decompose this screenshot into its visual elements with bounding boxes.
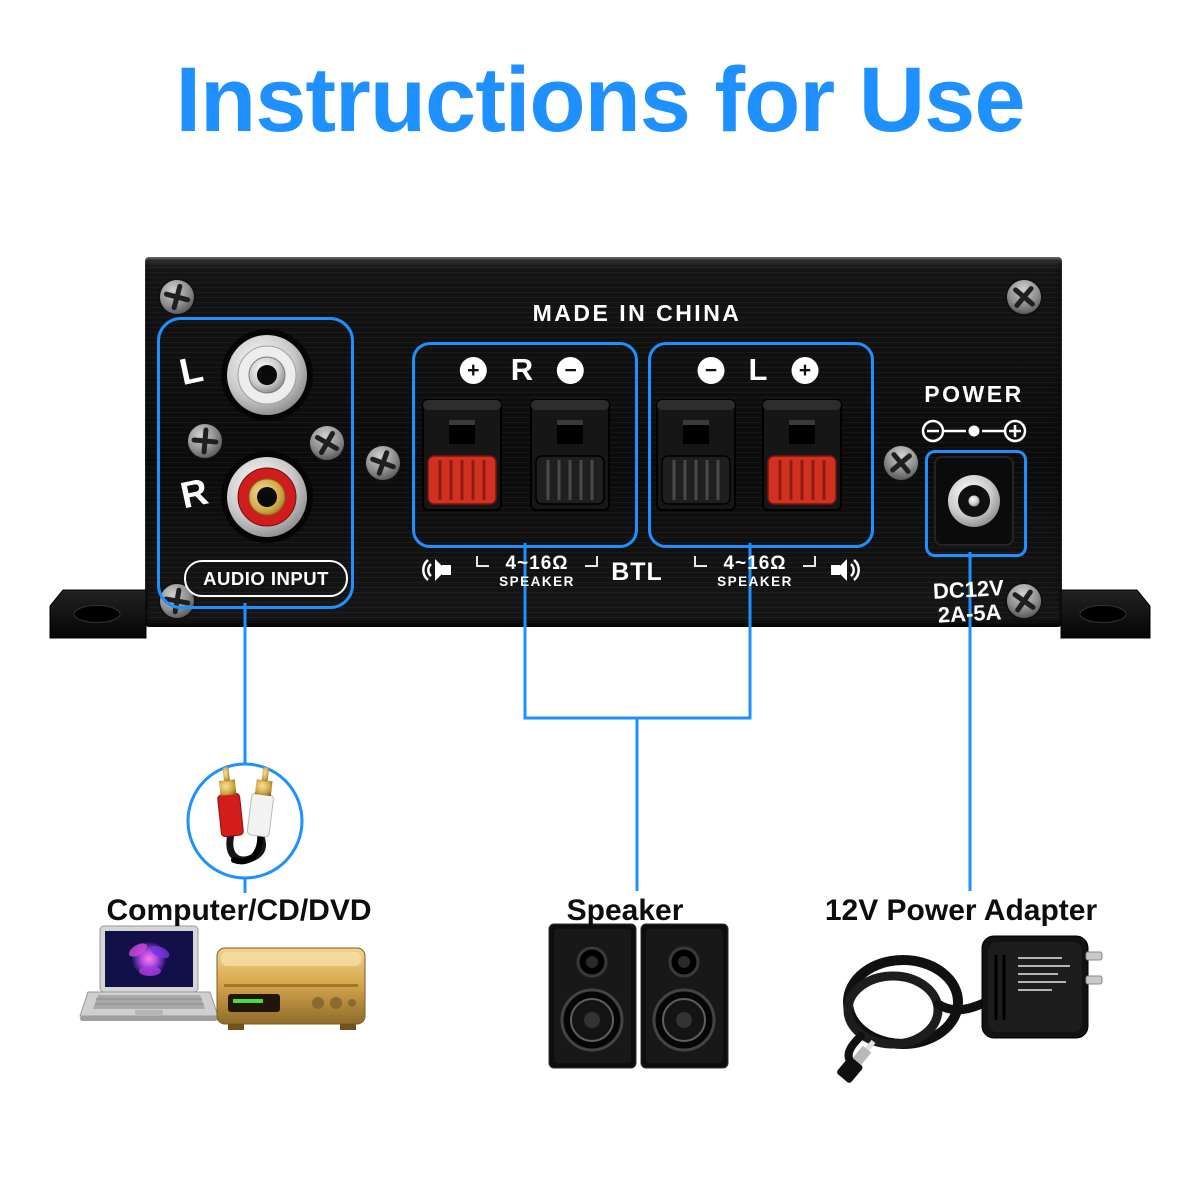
plus-icon: + — [791, 356, 819, 384]
speaker-spec-left: 4~16Ω SPEAKER — [717, 553, 793, 589]
minus-icon: − — [557, 356, 585, 384]
mounting-flange-left — [49, 589, 147, 639]
annotation-box-audio-input — [157, 317, 354, 609]
right-channel-terminal-labels: + R − — [459, 352, 585, 388]
annotation-box-power-jack — [925, 450, 1027, 557]
page-title: Instructions for Use — [175, 49, 1025, 151]
right-channel-letter: R — [510, 352, 534, 387]
annotation-box-right-speaker-terminals — [412, 342, 638, 548]
speaker-spec-right: 4~16Ω SPEAKER — [499, 553, 575, 589]
speaker-word-label: SPEAKER — [499, 574, 575, 590]
speaker-impedance-label: 4~16Ω — [505, 553, 569, 574]
mounting-flange-right — [1060, 589, 1151, 639]
power-label: POWER — [924, 381, 1024, 407]
callout-label-power-adapter: 12V Power Adapter — [824, 894, 1098, 927]
left-channel-letter: L — [748, 352, 768, 387]
btl-label: BTL — [611, 558, 663, 586]
made-in-china-label: MADE IN CHINA — [532, 300, 742, 326]
rca-cable-callout-circle — [186, 762, 304, 880]
dc-current-label: 2A-5A — [937, 599, 1003, 628]
minus-icon: − — [697, 356, 725, 384]
left-channel-terminal-labels: − L + — [697, 352, 819, 388]
dvd-player-image — [216, 947, 366, 1030]
speaker-word-label: SPEAKER — [717, 574, 793, 590]
annotation-box-left-speaker-terminals — [648, 342, 874, 548]
speakers-image — [547, 922, 730, 1070]
dc-spec-label: DC12V 2A-5A — [932, 575, 1005, 628]
callout-label-speaker: Speaker — [566, 894, 684, 927]
dc-barrel-plug — [837, 1039, 876, 1083]
speaker-impedance-label: 4~16Ω — [723, 553, 787, 574]
laptop-image — [79, 925, 219, 1021]
rca-cable-image — [217, 767, 274, 865]
power-adapter-image — [837, 935, 1103, 1083]
callout-label-source: Computer/CD/DVD — [106, 894, 372, 927]
plus-icon: + — [459, 356, 487, 384]
